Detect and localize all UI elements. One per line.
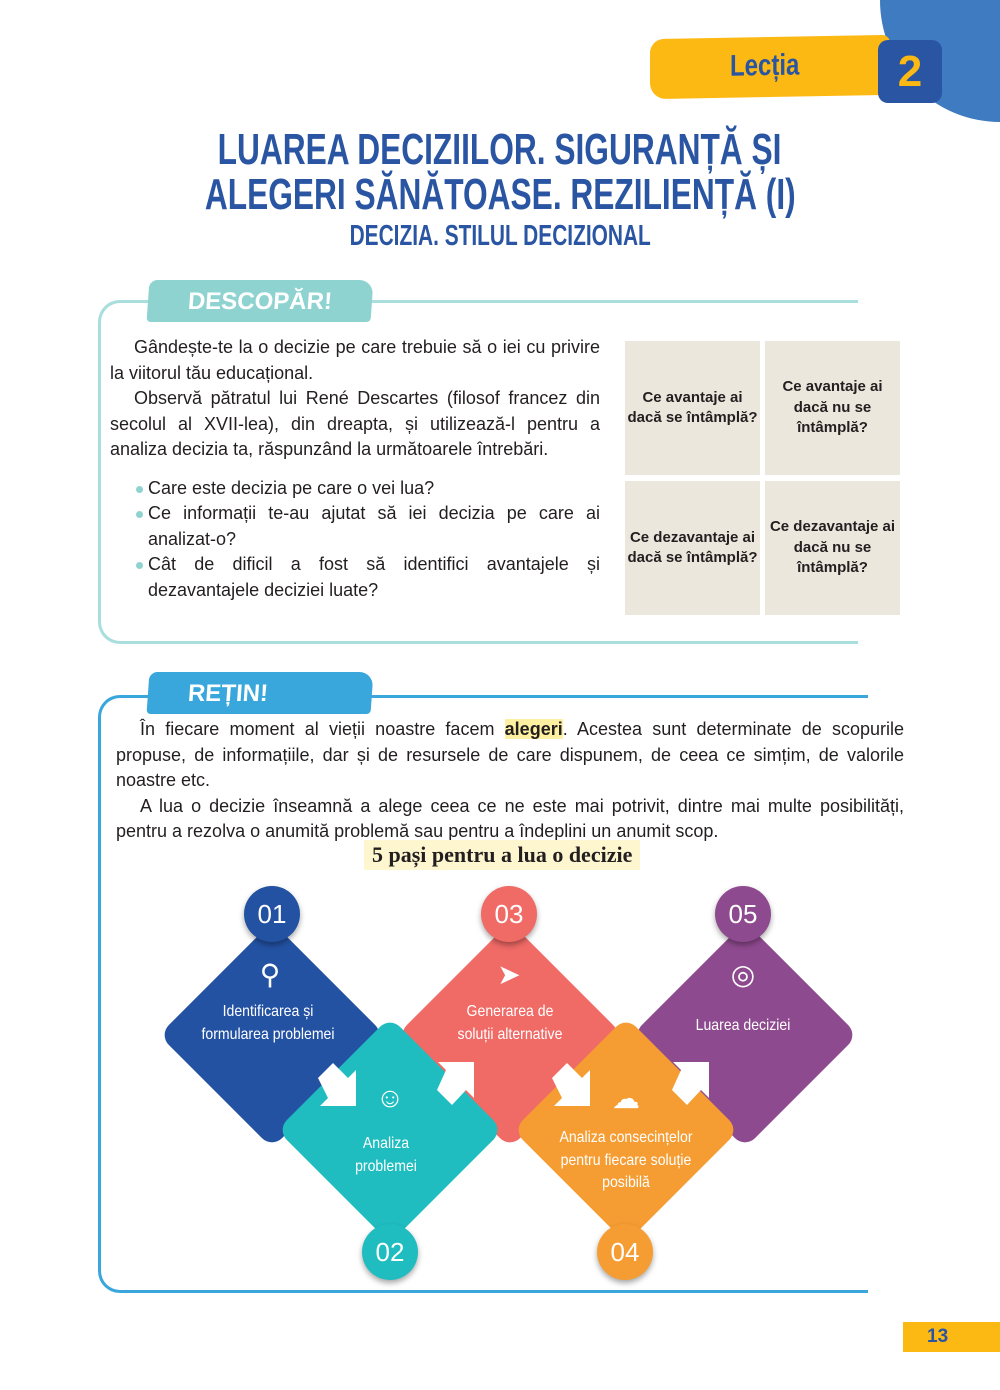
- step-5-number: 05: [715, 886, 771, 942]
- arrow-icon: [437, 1062, 474, 1105]
- step-3-number: 03: [481, 886, 537, 942]
- brain-head-icon: ☺: [375, 1082, 405, 1113]
- infographic-title: 5 pași pentru a lua o decizie: [364, 840, 641, 870]
- step-4-label: Analiza consecințelor pentru fiecare sol…: [559, 1129, 693, 1191]
- grid-cell: Ce avantaje ai dacă nu se întâmplă?: [765, 341, 900, 475]
- arrow-icon: [552, 1063, 590, 1106]
- step-4-number: 04: [597, 1224, 653, 1280]
- cloud-gear-icon: ☁: [612, 1083, 640, 1114]
- page-number: 13: [903, 1322, 1000, 1352]
- paragraph: În fiecare moment al vieții noastre face…: [116, 719, 904, 790]
- grid-cell: Ce dezavantaje ai dacă nu se întâmplă?: [765, 481, 900, 615]
- page-subtitle: DECIZIA. STILUL DECIZIONAL: [349, 220, 651, 252]
- step-5-label: Luarea deciziei: [695, 1017, 791, 1034]
- retin-frame: [98, 695, 868, 1293]
- rocket-icon: ➤: [497, 959, 521, 990]
- step-2-number: 02: [362, 1224, 418, 1280]
- step-3-label: Generarea de soluții alternative: [457, 1003, 563, 1043]
- retin-text: În fiecare moment al vieții noastre face…: [116, 717, 904, 845]
- paragraph: Gândește-te la o decizie pe care trebuie…: [110, 337, 600, 383]
- grid-cell: Ce avantaje ai dacă se întâmplă?: [625, 341, 760, 475]
- grid-cell: Ce dezavantaje ai dacă se întâmplă?: [625, 481, 760, 615]
- lesson-number: 2: [878, 40, 942, 103]
- magnifier-icon: ⚲: [259, 959, 281, 990]
- paragraph: A lua o decizie înseamnă a alege ceea ce…: [116, 795, 904, 842]
- descopar-text: Gândește-te la o decizie pe care trebuie…: [110, 335, 600, 603]
- step-2-label: Analiza problemei: [355, 1135, 417, 1175]
- question-list: Care este decizia pe care o vei lua? Ce …: [110, 476, 600, 604]
- list-item: Care este decizia pe care o vei lua?: [110, 476, 600, 502]
- page-title-line2: ALEGERI SĂNĂTOASE. REZILIENȚĂ (I): [204, 170, 796, 219]
- target-icon: ◎: [730, 959, 756, 990]
- step-1-number: 01: [244, 886, 300, 942]
- page-title-line1: LUAREA DECIZIILOR. SIGURANȚĂ ȘI: [218, 125, 782, 174]
- step-1-label: Identificarea și formularea problemei: [201, 1003, 335, 1043]
- arrow-icon: [318, 1063, 356, 1106]
- list-item: Cât de dificil a fost să identifici avan…: [110, 552, 600, 603]
- arrow-icon: [672, 1062, 709, 1105]
- highlighted-term: alegeri: [504, 719, 563, 739]
- descopar-frame: [98, 300, 858, 644]
- paragraph: Observă pătratul lui René Descartes (fil…: [110, 388, 600, 459]
- list-item: Ce informații te-au ajutat să iei decizi…: [110, 501, 600, 552]
